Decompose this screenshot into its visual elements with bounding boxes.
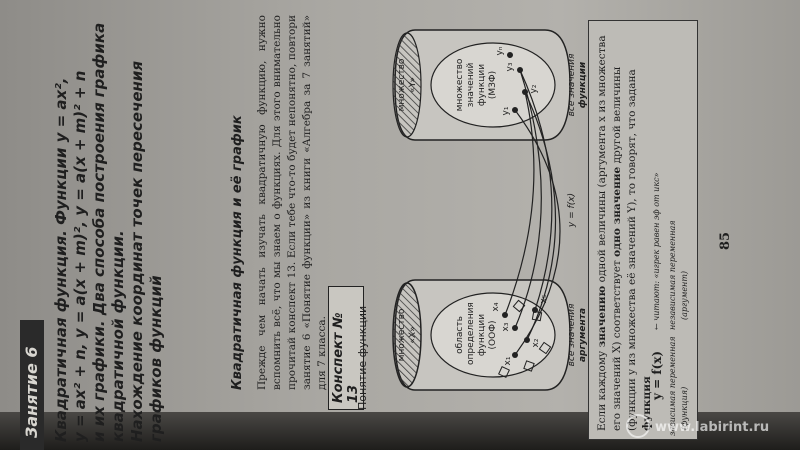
def-bold: значению [596,285,608,348]
x-point-label: x₁ [503,356,513,366]
watermark-text: www.labirint.ru [655,420,770,435]
formula-independent: независимая переменная [668,220,677,330]
konspekt-subtitle: Понятие функции [356,305,369,410]
y-point-label: y₂ [529,84,539,94]
heading-line: квадратичной функции. [109,230,127,442]
domain-ellipse [430,292,556,378]
mapping-arrow [524,91,557,341]
mapping-arrow [519,69,553,311]
section-title: Квадратичная функция и её график [230,115,245,390]
mapping-label: y = f(x) [567,192,577,228]
y-point [507,52,513,58]
domain-label: область определения функции (ООФ) [455,302,498,365]
set-x-label: множество «X» [397,308,418,362]
lesson-tab: Занятие 6 [20,320,44,450]
set-y-lid [392,32,422,138]
diagram-svg [392,29,571,391]
x-point-label: x₄ [491,302,501,312]
intro-paragraph: Прежде чем начать изучать квадратичную ф… [256,15,328,390]
page-number: 85 [718,231,733,250]
formula-independent-sub: (аргумент) [680,270,689,320]
def-text: Если каждому [596,347,608,431]
definition-box: Если каждому значению одной величины (ар… [588,20,698,440]
set-y-label: множество «Y» [397,58,418,112]
heading-line: графиков функций [147,275,165,442]
arg-caption-top: все значения [567,303,577,367]
heading-line: Квадратичная функция. Функции y = ax², [52,77,70,443]
x-point-label: x₃ [501,322,511,332]
y-point-label: yₙ [495,46,505,56]
set-x-lid [392,282,422,388]
mapping-arrow [514,69,542,329]
y-point-label: y₁ [501,106,511,116]
func-caption-top: все значения [567,53,577,117]
mapping-arrow [504,91,535,316]
x-point-label: x₂ [531,338,541,348]
x-point-label: x₅ [539,294,549,304]
def-bold: одно значение [611,166,623,257]
formula-reads: ← читают: «игрек равен эф от икс» [652,172,661,331]
heading-line: y = ax² + n, y = a(x + m)², y = a(x + m)… [71,70,89,442]
y-point-label: y₃ [505,62,515,72]
function-diagram: множество «X» множество «Y» область опре… [375,10,588,410]
watermark-logo-icon [626,414,650,438]
formula-expression: y = f(x) [650,350,664,400]
range-ellipse [430,42,556,128]
range-label: множество значений функции (МЗФ) [455,58,498,112]
lesson-heading: Квадратичная функция. Функции y = ax², y… [52,12,166,442]
heading-line: и их графики. Два способа построения гра… [90,22,108,442]
heading-line: Нахождение координат точек пересечения [128,60,146,442]
